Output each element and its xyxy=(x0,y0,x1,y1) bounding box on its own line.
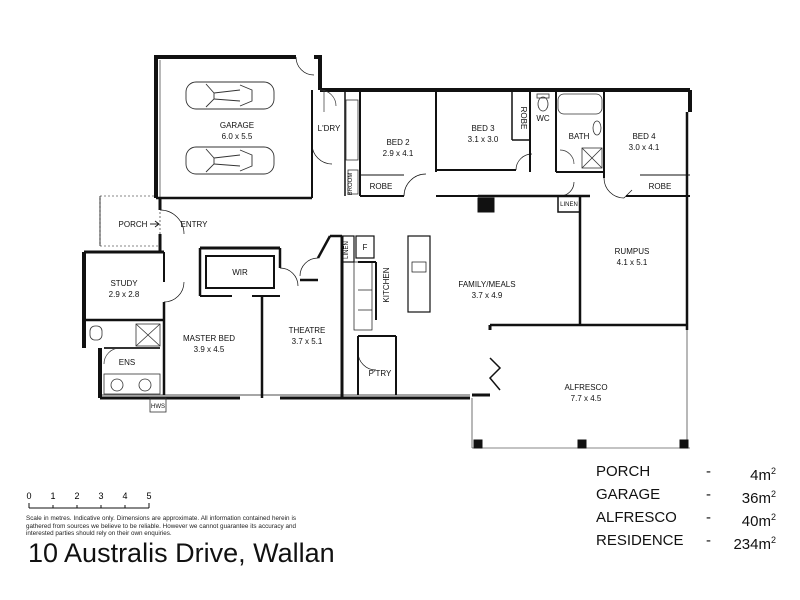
area-label: PORCH xyxy=(596,463,651,480)
area-label: GARAGE xyxy=(596,486,661,503)
car-icon xyxy=(185,146,275,175)
room-label-fridge: F xyxy=(363,243,368,252)
main-walls xyxy=(82,234,687,400)
area-value: 4m xyxy=(750,467,771,484)
alfresco-outline xyxy=(471,330,690,449)
room-dims-theatre: 3.7 x 5.1 xyxy=(292,337,323,346)
room-label-bed3: BED 3 xyxy=(471,124,495,133)
room-label-ens: ENS xyxy=(119,358,135,367)
room-dims-garage: 6.0 x 5.5 xyxy=(222,132,253,141)
room-label-hws: HWS xyxy=(151,404,165,410)
room-label-robe-bed2: ROBE xyxy=(370,182,393,191)
ensuite-fixtures xyxy=(89,323,167,413)
scale-tick-label: 1 xyxy=(50,491,55,501)
room-label-theatre: THEATRE xyxy=(289,326,326,335)
area-row-alfresco: ALFRESCO - 40m2 xyxy=(596,509,776,530)
room-label-study: STUDY xyxy=(110,279,138,288)
area-label: ALFRESCO xyxy=(596,509,677,526)
room-label-wc: WC xyxy=(536,114,550,123)
scale-tick-label: 3 xyxy=(98,491,103,501)
garage-walls xyxy=(154,55,322,200)
room-label-garage: GARAGE xyxy=(220,121,254,130)
porch-walls xyxy=(99,195,185,252)
room-dims-bed3: 3.1 x 3.0 xyxy=(468,135,499,144)
room-dims-master: 3.9 x 4.5 xyxy=(194,345,225,354)
room-label-wir: WIR xyxy=(232,268,248,277)
area-value: 36m xyxy=(741,490,771,507)
bedroom-wing-walls xyxy=(311,88,692,330)
room-label-rumpus: RUMPUS xyxy=(615,247,650,256)
area-value: 40m xyxy=(741,513,771,530)
room-label-master: MASTER BED xyxy=(183,334,235,343)
room-dims-bed2: 2.9 x 4.1 xyxy=(383,149,414,158)
area-row-residence: RESIDENCE - 234m2 xyxy=(596,532,776,553)
room-dims-alfresco: 7.7 x 4.5 xyxy=(571,394,602,403)
room-dims-rumpus: 4.1 x 5.1 xyxy=(617,258,648,267)
disclaimer-text: Scale in metres. Indicative only. Dimens… xyxy=(26,515,296,537)
room-label-porch: PORCH xyxy=(119,220,148,229)
area-label: RESIDENCE xyxy=(596,532,684,549)
room-label-bath: BATH xyxy=(569,132,590,141)
room-label-kitchen: KITCHEN xyxy=(382,267,391,302)
room-label-pantry: P'TRY xyxy=(369,369,392,378)
room-label-entry: ENTRY xyxy=(181,220,209,229)
room-label-robe-bed3: ROBE xyxy=(519,107,528,130)
room-label-broom: BROOM xyxy=(348,173,354,196)
room-label-linen-hall: LINEN xyxy=(560,202,578,208)
property-address: 10 Australis Drive, Wallan xyxy=(28,538,335,568)
room-label-alfresco: ALFRESCO xyxy=(564,383,607,392)
laundry-fixtures xyxy=(319,89,359,195)
area-row-garage: GARAGE - 36m2 xyxy=(596,486,776,507)
scale-tick-label: 4 xyxy=(122,491,127,501)
room-label-bed4: BED 4 xyxy=(632,132,656,141)
room-dims-study: 2.9 x 2.8 xyxy=(109,290,140,299)
room-label-family: FAMILY/MEALS xyxy=(458,280,515,289)
room-label-laundry: L'DRY xyxy=(318,124,341,133)
room-label-robe-bed4: ROBE xyxy=(649,182,672,191)
bath-fixtures xyxy=(536,93,603,169)
scale-bar: 0 1 2 3 4 5 xyxy=(26,491,152,509)
area-schedule: PORCH - 4m2 GARAGE - 36m2 ALFRESCO - 40m… xyxy=(596,462,776,554)
area-row-porch: PORCH - 4m2 xyxy=(596,463,776,484)
room-label-linen-kitchen: LINEN xyxy=(344,241,350,259)
car-icon xyxy=(185,81,275,110)
room-label-bed2: BED 2 xyxy=(386,138,410,147)
hall-walls xyxy=(477,181,582,325)
room-dims-family: 3.7 x 4.9 xyxy=(472,291,503,300)
scale-tick-label: 5 xyxy=(146,491,151,501)
room-dims-bed4: 3.0 x 4.1 xyxy=(629,143,660,152)
scale-tick-label: 0 xyxy=(26,491,31,501)
area-value: 234m xyxy=(733,536,771,553)
scale-tick-label: 2 xyxy=(74,491,79,501)
